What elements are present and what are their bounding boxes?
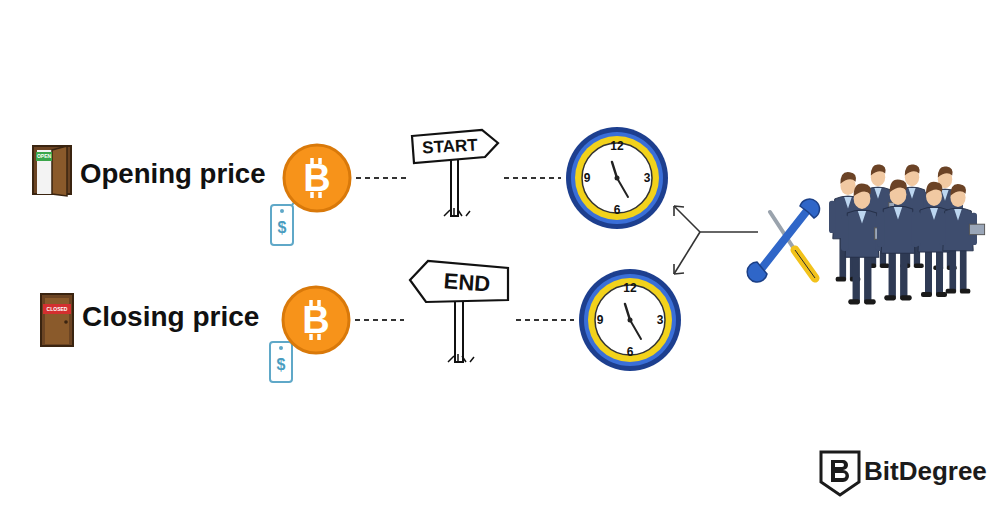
- door-sign: OPEN: [36, 152, 52, 161]
- dashed-connector: [356, 177, 406, 179]
- signpost: START: [410, 128, 500, 228]
- logo-shield: [821, 452, 859, 495]
- dashed-connector: [516, 319, 574, 321]
- bitcoin-coin: B: [281, 285, 351, 355]
- fork-arrow: [674, 206, 758, 274]
- dashed-connector: [504, 177, 561, 179]
- clock-number: 12: [620, 280, 640, 296]
- coin-symbol: B: [281, 285, 351, 355]
- clock-number: 6: [620, 344, 640, 360]
- tools: [747, 199, 819, 282]
- sign-text: END: [429, 265, 505, 300]
- clock-number: 3: [650, 312, 670, 328]
- brand-logo: BitDegree: [864, 456, 987, 487]
- coin-symbol: B: [282, 143, 352, 213]
- clock-number: 3: [637, 170, 657, 186]
- row-title: Closing price: [82, 301, 259, 333]
- clock-number: 12: [607, 138, 627, 154]
- price-tag: [271, 195, 295, 245]
- door-sign: CLOSED: [43, 304, 71, 314]
- bitcoin-coin: B: [282, 143, 352, 213]
- clock-face: 12 369: [578, 268, 682, 372]
- price-symbol: $: [271, 214, 293, 242]
- closed-door: [41, 294, 73, 346]
- clock-face: 12 369: [565, 126, 669, 230]
- sign-text: START: [415, 132, 484, 162]
- clock-number: 6: [607, 202, 627, 218]
- row-title: Opening price: [80, 158, 266, 190]
- price-symbol: $: [270, 351, 292, 379]
- people-group: [829, 164, 985, 304]
- clock-number: 9: [590, 312, 610, 328]
- signpost: END: [408, 258, 512, 382]
- clock-number: 9: [577, 170, 597, 186]
- open-door: [33, 146, 71, 196]
- dashed-connector: [355, 319, 404, 321]
